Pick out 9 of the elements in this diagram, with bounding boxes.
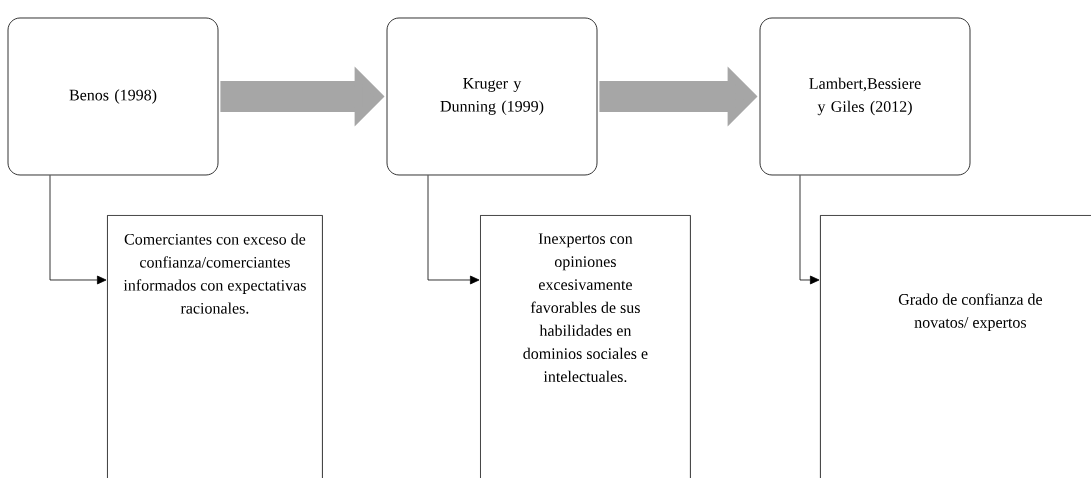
elbow-arrow (427, 175, 480, 285)
elbow-arrow (49, 175, 107, 285)
rounded-box: Benos (1998) (7, 17, 219, 176)
text-box: Inexpertos con opiniones excesivamente favorables de sus habilidades en dominios sociales e intelectuales. (480, 215, 691, 478)
rounded-box: Lambert,Bessiere y Giles (2012) (759, 17, 971, 176)
text-box: Grado de confianza de novatos/ expertos (820, 215, 1091, 478)
rounded-box: Kruger y Dunning (1999) (386, 17, 598, 176)
text-box: Comerciantes con exceso de confianza/comerciantes informados con expectativas racionales. (107, 215, 323, 478)
elbow-arrow (799, 175, 820, 285)
